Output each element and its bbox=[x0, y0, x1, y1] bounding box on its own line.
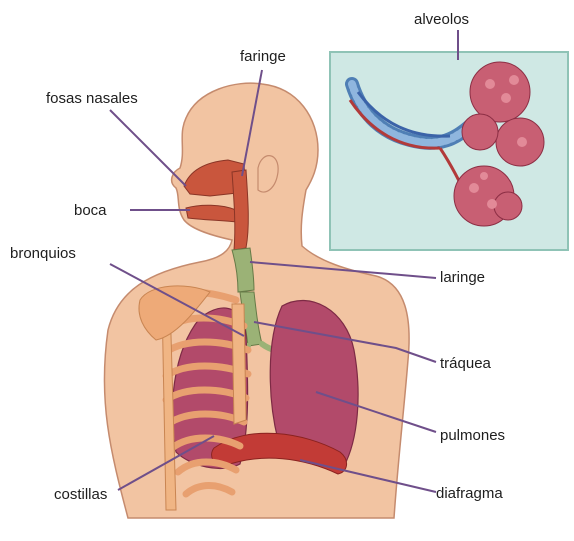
label-bronquios: bronquios bbox=[10, 246, 76, 261]
label-faringe: faringe bbox=[240, 49, 286, 64]
leader-fosas-nasales bbox=[110, 110, 186, 186]
label-diafragma: diafragma bbox=[436, 486, 503, 501]
pharynx bbox=[232, 170, 248, 250]
label-laringe: laringe bbox=[440, 270, 485, 285]
label-alveolos: alveolos bbox=[414, 12, 469, 27]
label-fosas-nasales: fosas nasales bbox=[46, 91, 138, 106]
label-pulmones: pulmones bbox=[440, 428, 505, 443]
label-traquea: tráquea bbox=[440, 356, 491, 371]
label-costillas: costillas bbox=[54, 487, 107, 502]
sternum bbox=[232, 304, 246, 424]
label-boca: boca bbox=[74, 203, 107, 218]
